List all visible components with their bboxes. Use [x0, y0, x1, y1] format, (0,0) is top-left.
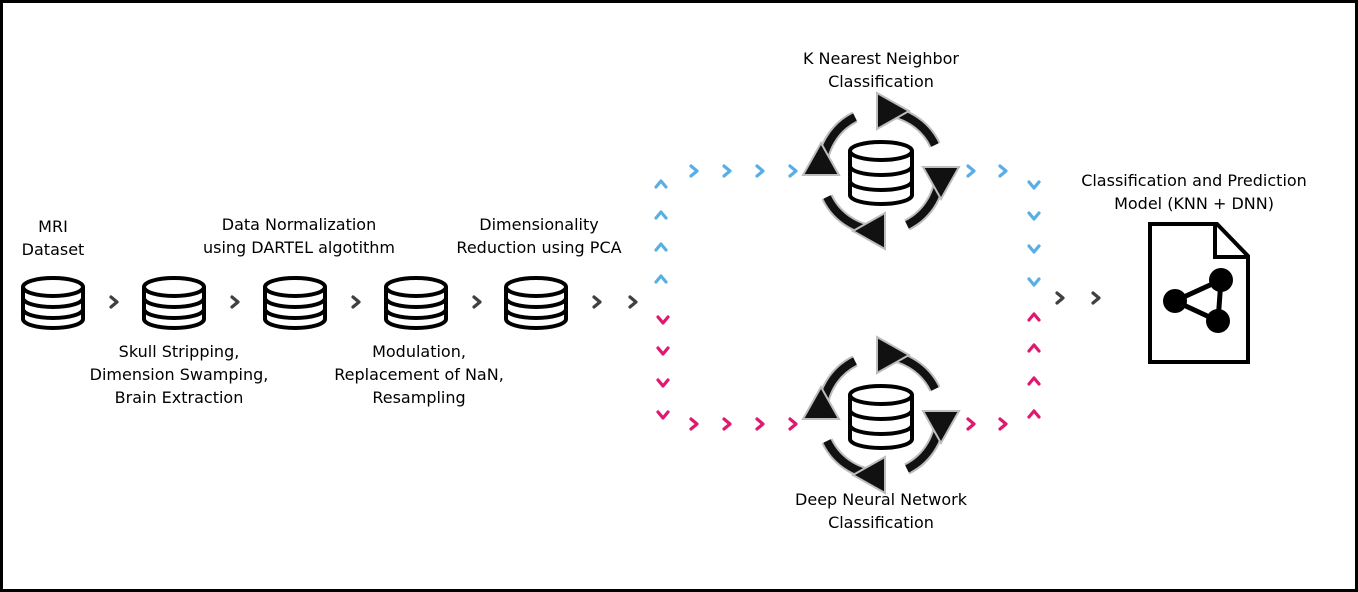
chevron-icon — [998, 164, 1008, 178]
chevron-icon — [1027, 277, 1041, 287]
chevron-icon — [654, 242, 668, 252]
chevron-icon — [689, 417, 699, 431]
pipeline-diagram — [21, 3, 1250, 589]
chevron-icon — [966, 164, 976, 178]
chevron-icon — [755, 417, 765, 431]
chevron-icon — [722, 164, 732, 178]
chevron-icon — [1027, 343, 1041, 353]
dnn-cycle-icon — [803, 337, 959, 493]
chevron-icon — [628, 295, 638, 309]
chevron-icon — [788, 164, 798, 178]
chevron-icon — [998, 417, 1008, 431]
database-icon — [21, 276, 85, 330]
chevron-icon — [1055, 291, 1065, 305]
chevron-icon — [656, 378, 670, 388]
chevron-icon — [654, 210, 668, 220]
chevron-icon — [1027, 180, 1041, 190]
chevron-icon — [654, 179, 668, 189]
chevron-icon — [109, 295, 119, 309]
chevron-icon — [472, 295, 482, 309]
database-icon — [384, 276, 448, 330]
chevron-icon — [788, 417, 798, 431]
modulation-label: Modulation,Replacement of NaN,Resampling — [334, 342, 504, 407]
chevron-icon — [1027, 312, 1041, 322]
database-icon — [142, 276, 206, 330]
chevron-icon — [1027, 211, 1041, 221]
chevron-icon — [1027, 244, 1041, 254]
skull-stripping-label: Skull Stripping,Dimension Swamping,Brain… — [89, 342, 269, 407]
knn-cycle-icon — [803, 93, 959, 249]
chevron-icon — [592, 295, 602, 309]
chevron-icon — [966, 417, 976, 431]
chevron-icon — [755, 164, 765, 178]
chevron-icon — [656, 315, 670, 325]
chevron-icon — [1091, 291, 1101, 305]
chevron-icon — [654, 274, 668, 284]
chevron-icon — [230, 295, 240, 309]
database-icon — [504, 276, 568, 330]
chevron-icon — [1027, 409, 1041, 419]
chevron-icon — [1027, 376, 1041, 386]
chevron-icon — [722, 417, 732, 431]
chevron-icon — [689, 164, 699, 178]
share-document-icon — [1148, 222, 1250, 364]
database-icon — [263, 276, 327, 330]
chevron-icon — [656, 410, 670, 420]
chevron-icon — [656, 346, 670, 356]
chevron-icon — [351, 295, 361, 309]
